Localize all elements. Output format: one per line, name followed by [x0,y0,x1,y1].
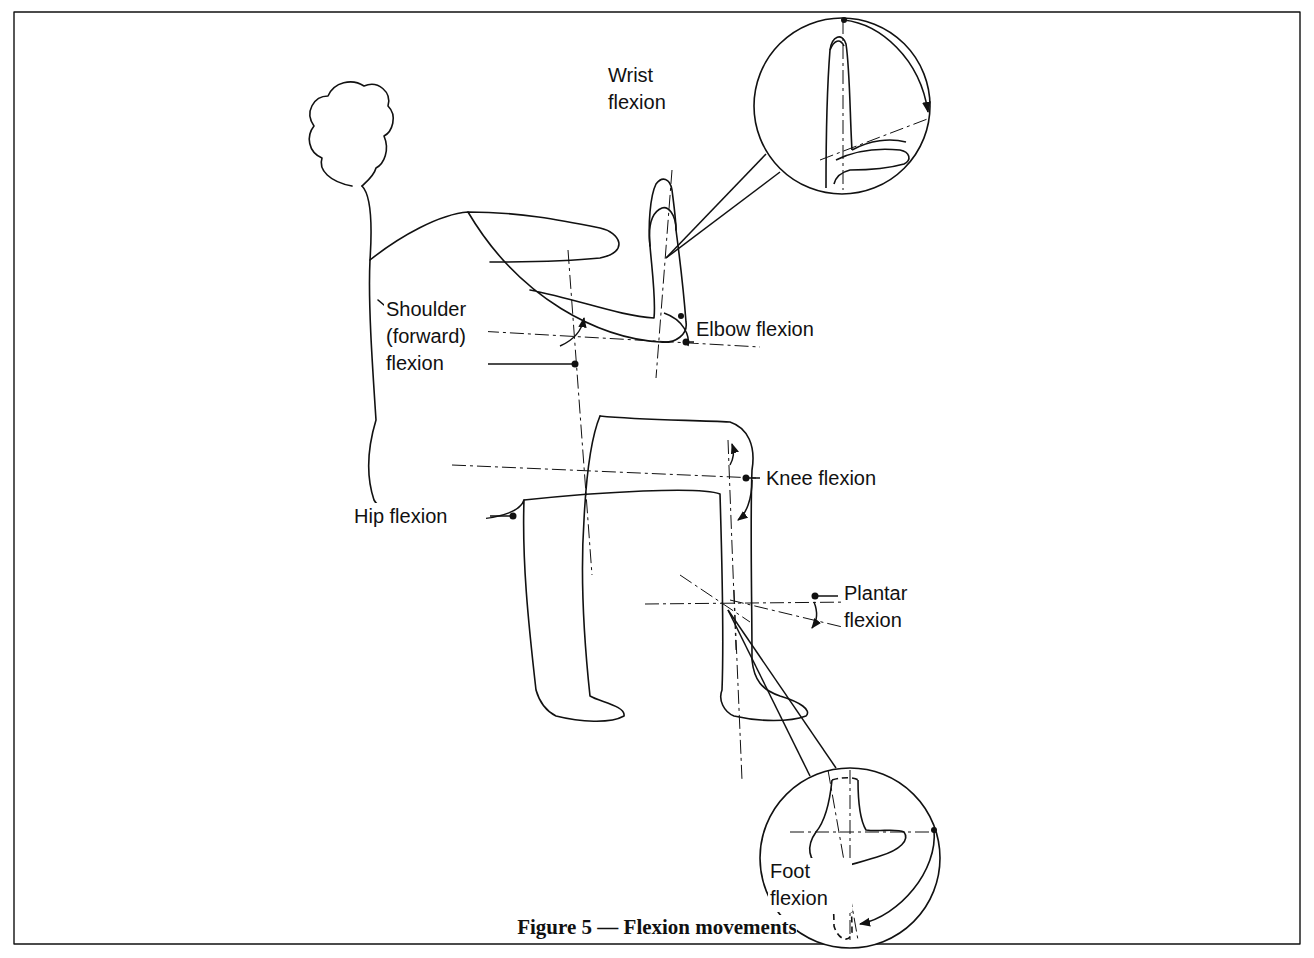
arm [468,208,686,343]
head [309,82,393,186]
movement-label: Foot flexion [768,858,852,912]
frame [14,12,1300,944]
raised-leg [524,416,808,721]
movement-label: Knee flexion [764,465,908,492]
hand [649,179,676,246]
figure-caption: Figure 5 — Flexion movements [517,915,797,940]
movement-label: Hip flexion [352,503,486,530]
chest [370,212,619,262]
joint-dots [510,313,819,600]
movement-label: Plantar flexion [842,580,926,634]
wrist-inset [754,18,930,194]
movement-label: Shoulder (forward) flexion [384,296,488,377]
movement-label: Wrist flexion [606,62,684,116]
movement-label: Elbow flexion [694,316,838,343]
body [362,186,624,721]
